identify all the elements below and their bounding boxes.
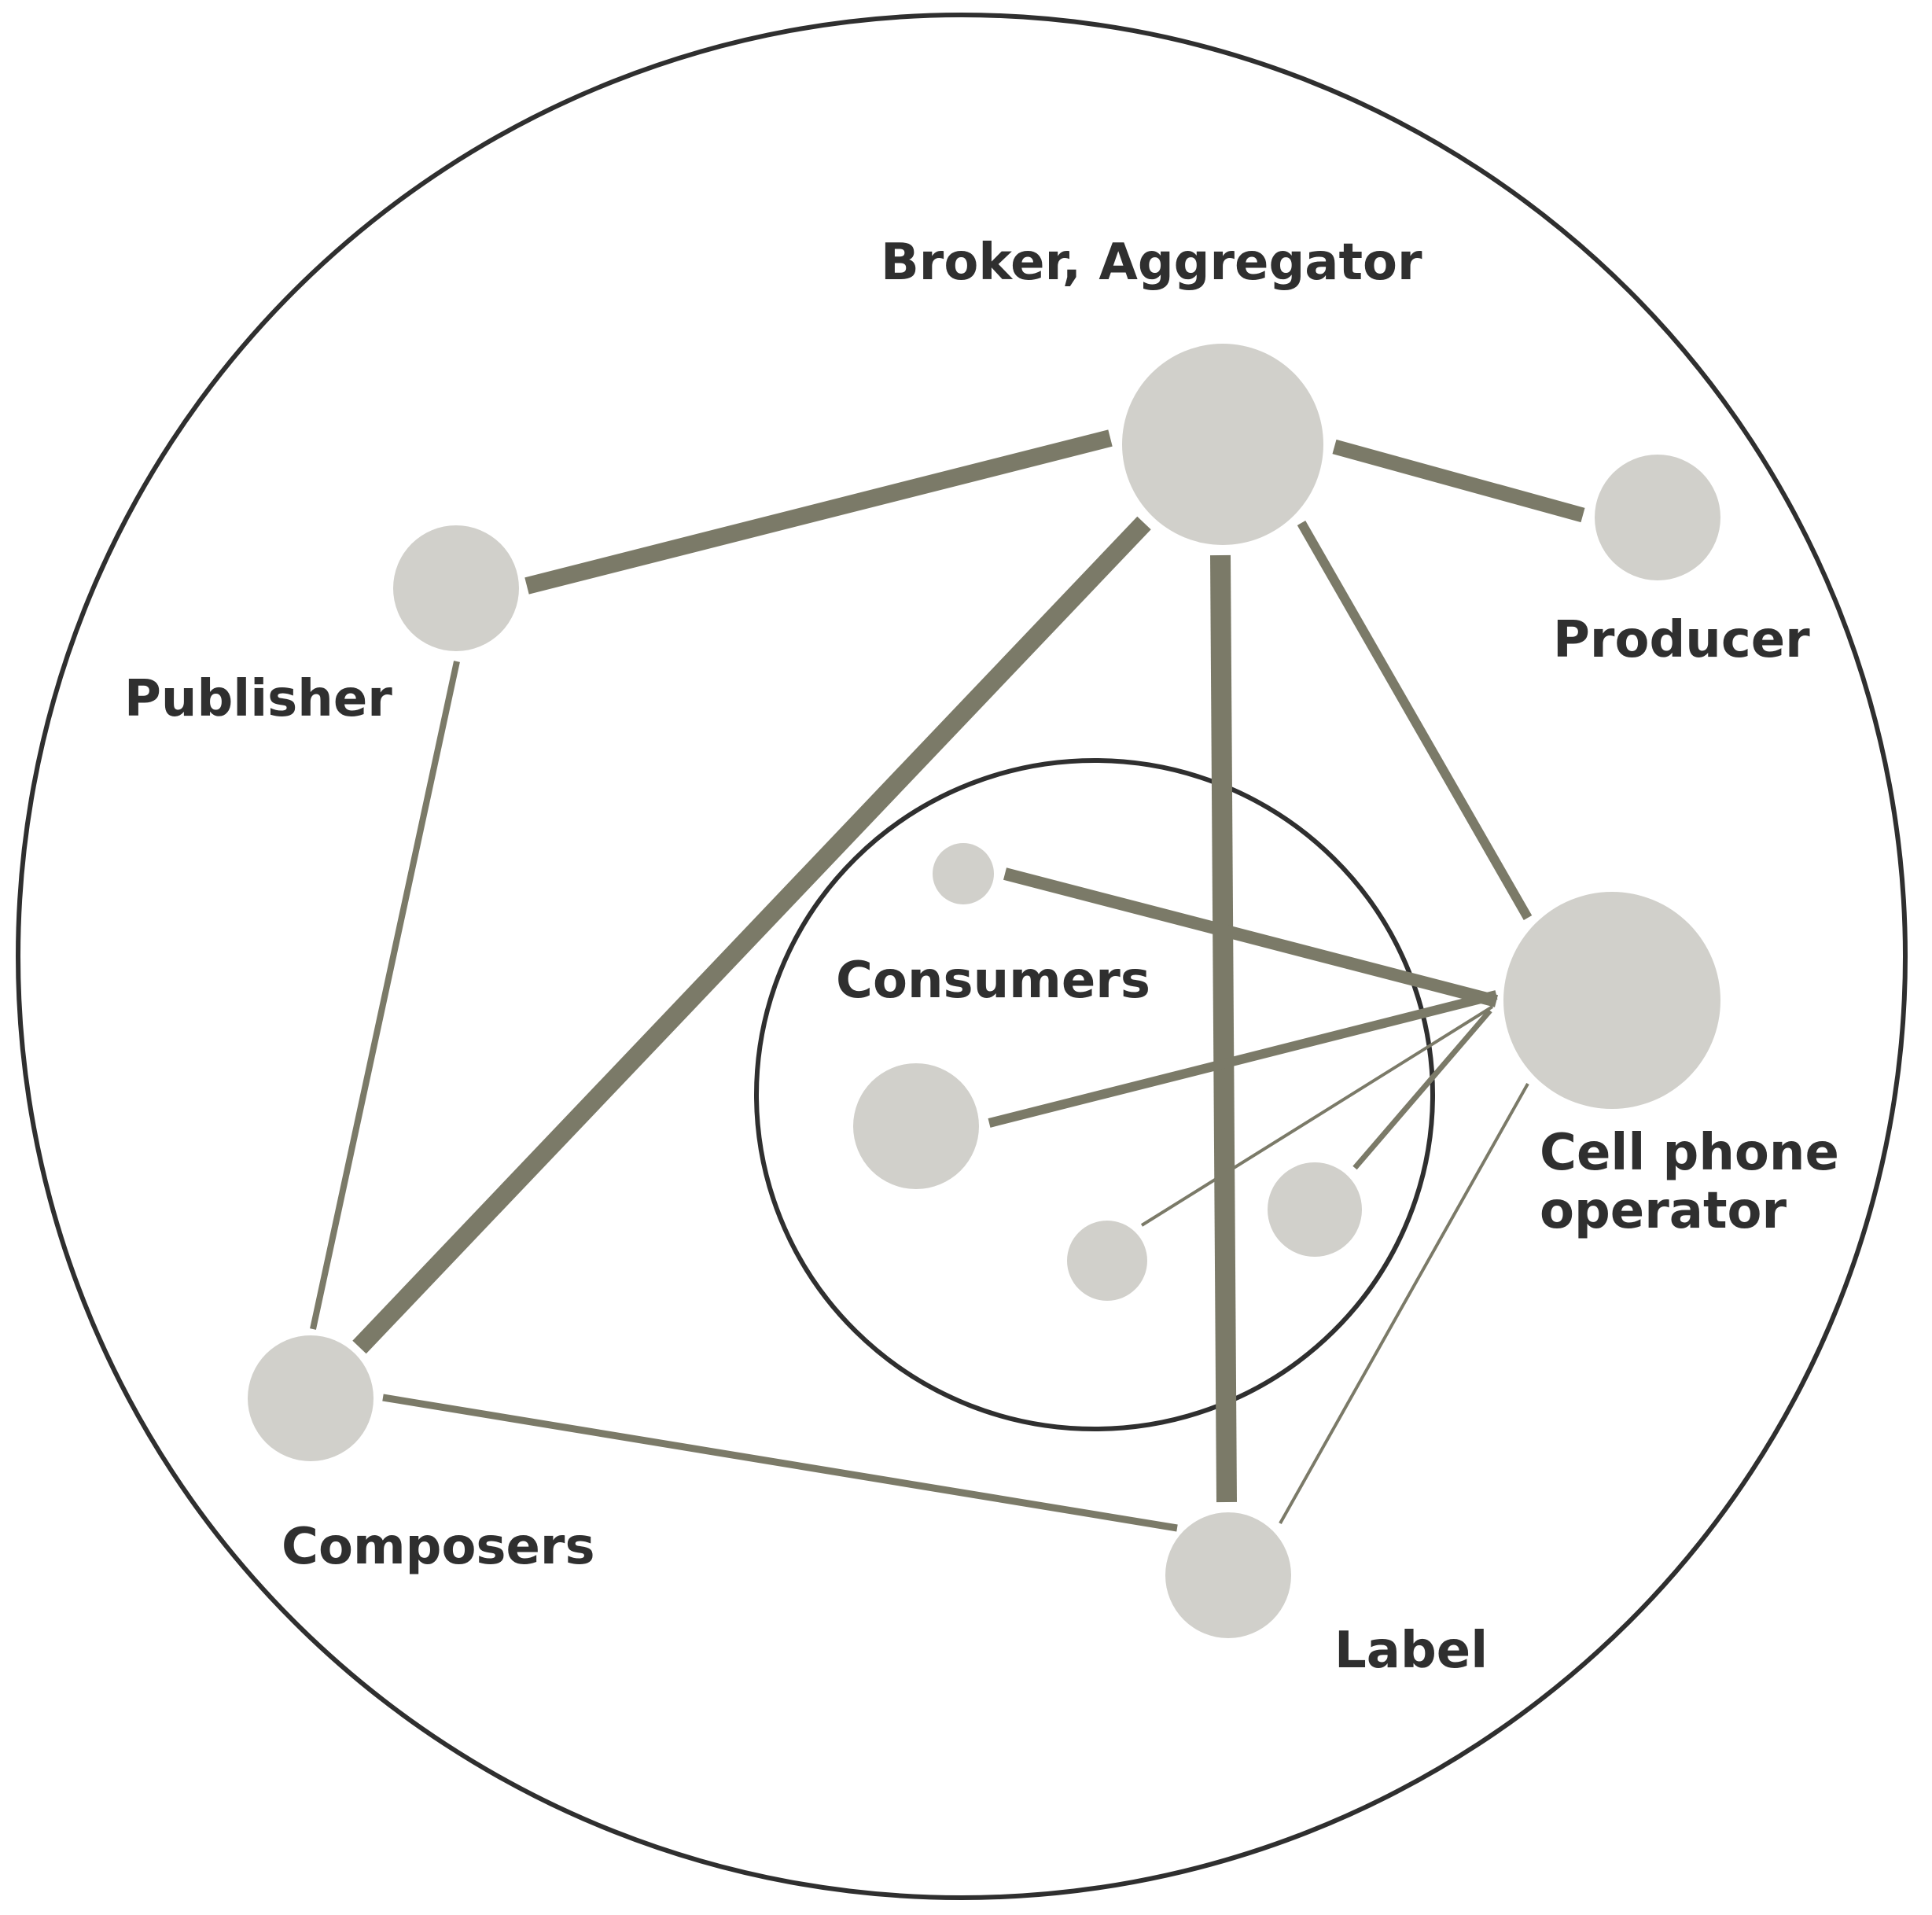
edge-publisher-broker [524, 429, 1113, 595]
edges [310, 429, 1585, 1532]
edge-broker-composers [352, 516, 1151, 1354]
consumer-node-1 [933, 843, 994, 904]
composers-node [248, 1335, 374, 1461]
consumer-node-3 [1067, 1221, 1147, 1301]
cell-operator-label-line1: Cell phone [1540, 1124, 1839, 1182]
labels: Broker, Aggregator Publisher Producer Co… [124, 234, 1839, 1680]
edge-cell-operator-label [1279, 1083, 1529, 1524]
consumer-node-4 [1268, 1162, 1362, 1257]
publisher-node [393, 525, 519, 651]
composers-label: Composers [282, 1518, 595, 1576]
edge-consumer4-cell-operator [1352, 1008, 1492, 1170]
publisher-label: Publisher [124, 670, 392, 728]
outer-boundary-circle [16, 13, 1908, 1900]
label-label: Label [1334, 1622, 1488, 1680]
consumer-node-2 [853, 1063, 979, 1189]
consumers-boundary-circle [754, 758, 1435, 1431]
label-node [1165, 1512, 1291, 1638]
cell-operator-label-line2: operator [1540, 1182, 1787, 1240]
edge-publisher-composers [310, 661, 460, 1330]
cell-operator-node [1503, 892, 1720, 1109]
producer-label: Producer [1553, 611, 1810, 669]
edge-broker-label [1210, 554, 1237, 1503]
nodes [248, 344, 1720, 1638]
consumers-label: Consumers [836, 952, 1150, 1010]
broker-label: Broker, Aggregator [881, 234, 1422, 292]
edge-consumer1-cell-operator [1003, 867, 1499, 1007]
edge-composers-label [382, 1394, 1178, 1532]
edge-broker-producer [1332, 439, 1585, 523]
producer-node [1595, 455, 1720, 580]
edge-consumer2-cell-operator [988, 990, 1498, 1128]
broker-node [1122, 344, 1323, 545]
edge-broker-cell-operator [1297, 521, 1533, 920]
edge-consumer3-cell-operator [1140, 1005, 1494, 1227]
